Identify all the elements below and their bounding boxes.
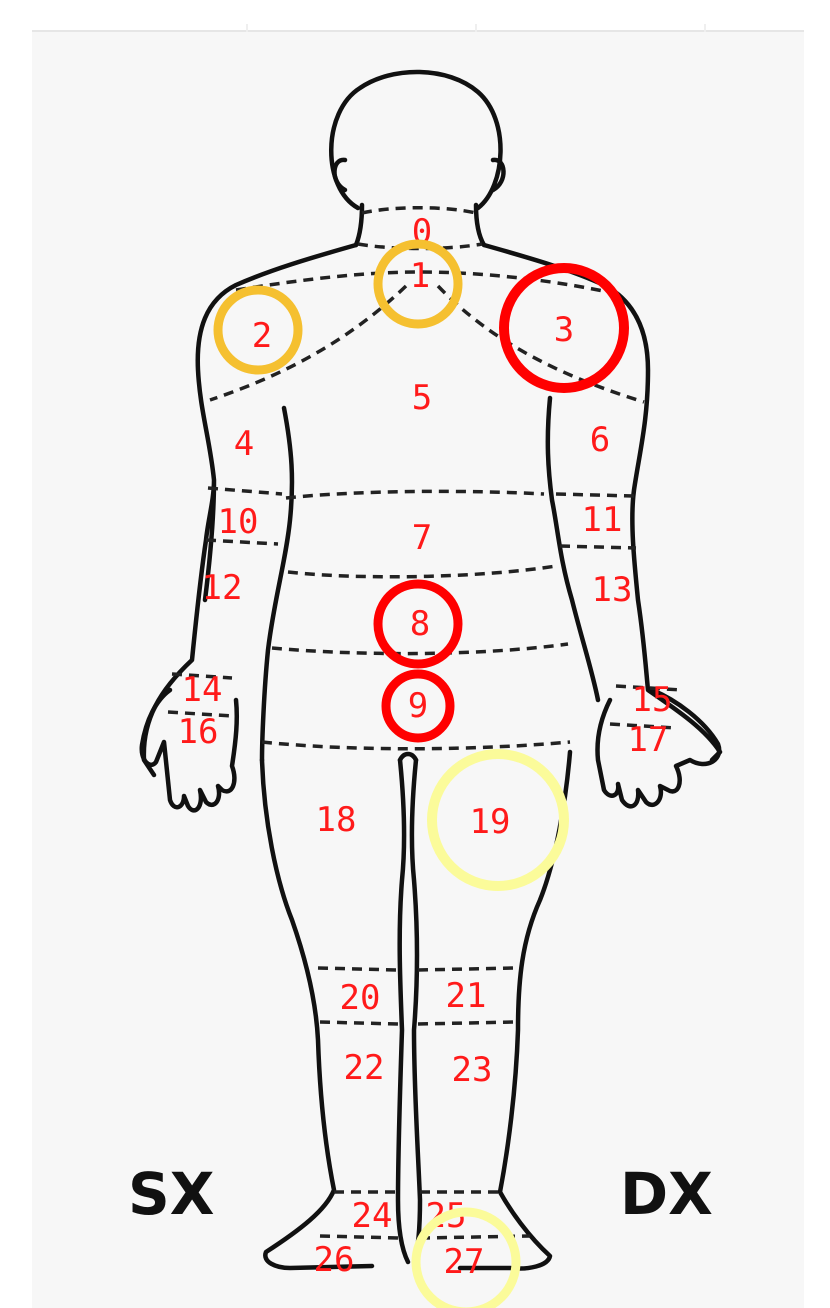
region-label-11: 11 [582, 500, 623, 540]
region-label-9: 9 [408, 686, 428, 726]
region-label-15: 15 [632, 680, 673, 720]
region-label-20: 20 [340, 978, 381, 1018]
region-label-13: 13 [592, 570, 633, 610]
region-label-26: 26 [314, 1240, 355, 1280]
region-label-6: 6 [590, 420, 610, 460]
region-label-5: 5 [412, 378, 432, 418]
region-label-3: 3 [554, 310, 574, 350]
region-label-16: 16 [178, 712, 219, 752]
region-label-17: 17 [628, 720, 669, 760]
region-label-14: 14 [182, 670, 223, 710]
inner-arm-left [262, 408, 292, 760]
crotch [400, 754, 416, 760]
leg-left-inner [398, 760, 408, 1262]
leg-right-inner [412, 760, 420, 1262]
region-label-19: 19 [470, 802, 511, 842]
region-label-18: 18 [316, 800, 357, 840]
region-label-2: 2 [252, 316, 272, 356]
region-label-24: 24 [352, 1196, 393, 1236]
region-label-23: 23 [452, 1050, 493, 1090]
region-label-1: 1 [410, 256, 430, 296]
region-label-12: 12 [202, 568, 243, 608]
region-label-4: 4 [234, 424, 254, 464]
region-label-27: 27 [444, 1242, 485, 1282]
side-label-right: DX [620, 1160, 713, 1228]
region-label-21: 21 [446, 976, 487, 1016]
region-label-10: 10 [218, 502, 259, 542]
neck-right [476, 205, 484, 245]
head-outline [331, 72, 500, 208]
neck-left [356, 205, 362, 245]
region-label-22: 22 [344, 1048, 385, 1088]
region-label-7: 7 [412, 518, 432, 558]
side-label-left: SX [128, 1160, 215, 1228]
region-label-8: 8 [410, 604, 430, 644]
